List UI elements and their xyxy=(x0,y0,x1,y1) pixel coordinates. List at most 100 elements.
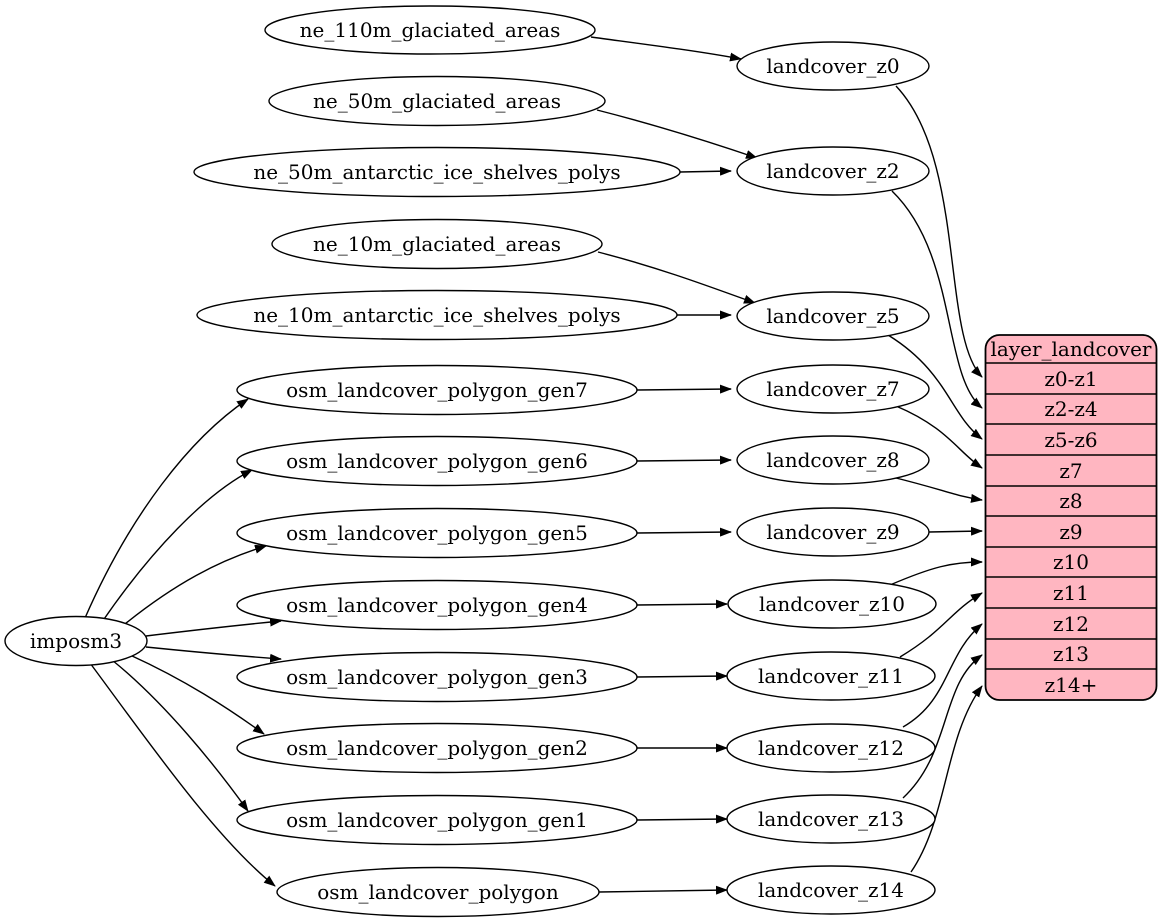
edge-z14-to-row-z14plus xyxy=(910,685,983,873)
node-landcover-z8: landcover_z8 xyxy=(736,435,930,485)
edge-imposm3-to-gen1 xyxy=(111,659,249,812)
node-landcover-z2: landcover_z2 xyxy=(736,146,930,196)
node-osm-landcover-polygon-gen3: osm_landcover_polygon_gen3 xyxy=(236,651,638,703)
table-row-z14plus: z14+ xyxy=(1045,673,1098,697)
node-landcover-z10: landcover_z10 xyxy=(727,579,937,629)
imposm3-ellipse xyxy=(4,615,148,667)
ne-50m-antarctic-ice-shelves-polys-ellipse xyxy=(193,146,681,198)
edge-z8-to-row-z8 xyxy=(891,476,983,503)
node-landcover-z11: landcover_z11 xyxy=(726,651,936,701)
edge-gen5-to-z9 xyxy=(636,527,732,537)
table-row-z8: z8 xyxy=(1059,489,1082,513)
landcover-z10-label: landcover_z10 xyxy=(759,592,905,616)
table-row-z12: z12 xyxy=(1053,612,1089,636)
osm-landcover-polygon-gen6-label: osm_landcover_polygon_gen6 xyxy=(286,449,588,473)
landcover-z7-ellipse xyxy=(736,364,930,414)
edge-z7-to-row-z7 xyxy=(895,405,983,469)
edge-gen4-to-z10 xyxy=(636,599,728,609)
landcover-z8-label: landcover_z8 xyxy=(766,448,899,472)
ne-10m-glaciated-areas-label: ne_10m_glaciated_areas xyxy=(313,232,561,256)
edge-z10-to-row-z10 xyxy=(889,557,983,586)
osm-landcover-polygon-gen3-ellipse xyxy=(236,651,638,703)
node-ne-50m-antarctic-ice-shelves-polys: ne_50m_antarctic_ice_shelves_polys xyxy=(193,146,681,198)
node-landcover-z7: landcover_z7 xyxy=(736,364,930,414)
edge-imposm3-to-polygon xyxy=(89,662,276,887)
node-landcover-z14: landcover_z14 xyxy=(726,865,936,915)
edge-imposm3-to-gen4 xyxy=(145,617,282,637)
node-ne-10m-glaciated-areas: ne_10m_glaciated_areas xyxy=(271,218,603,270)
node-landcover-z0: landcover_z0 xyxy=(736,41,930,91)
ne-10m-glaciated-areas-ellipse xyxy=(271,218,603,270)
node-osm-landcover-polygon-gen6: osm_landcover_polygon_gen6 xyxy=(236,435,638,487)
landcover-z14-ellipse xyxy=(726,865,936,915)
node-osm-landcover-polygon-gen1: osm_landcover_polygon_gen1 xyxy=(236,794,638,846)
landcover-z9-ellipse xyxy=(736,507,930,557)
edge-polygon-to-z14 xyxy=(598,885,728,895)
node-ne-10m-antarctic-ice-shelves-polys: ne_10m_antarctic_ice_shelves_polys xyxy=(196,289,678,341)
table-row-z5-z6: z5-z6 xyxy=(1044,428,1097,452)
ne-10m-antarctic-ice-shelves-polys-label: ne_10m_antarctic_ice_shelves_polys xyxy=(253,303,620,327)
node-ne-50m-glaciated-areas: ne_50m_glaciated_areas xyxy=(268,75,606,127)
ne-50m-glaciated-areas-label: ne_50m_glaciated_areas xyxy=(313,89,561,113)
osm-landcover-polygon-gen2-ellipse xyxy=(236,722,638,774)
edge-imposm3-to-gen2 xyxy=(129,654,265,735)
edge-z9-to-row-z9 xyxy=(928,526,983,536)
table-row-z11: z11 xyxy=(1053,581,1089,605)
ne-50m-antarctic-ice-shelves-polys-label: ne_50m_antarctic_ice_shelves_polys xyxy=(253,160,620,184)
edge-gen3-to-z11 xyxy=(636,671,728,681)
ne-110m-glaciated-areas-ellipse xyxy=(264,5,596,55)
table-outline xyxy=(984,334,1158,701)
landcover-z12-label: landcover_z12 xyxy=(758,736,904,760)
landcover-z0-ellipse xyxy=(736,41,930,91)
table-row-z0-z1: z0-z1 xyxy=(1044,367,1097,391)
edge-imposm3-to-gen5 xyxy=(119,544,267,629)
edge-imposm3-to-gen7 xyxy=(84,398,249,619)
imposm3-label: imposm3 xyxy=(30,629,122,653)
edge-z13-to-row-z13 xyxy=(902,654,983,799)
landcover-z0-label: landcover_z0 xyxy=(766,54,899,78)
edge-imposm3-to-gen6 xyxy=(101,469,253,623)
landcover-z8-ellipse xyxy=(736,435,930,485)
table-row-z9: z9 xyxy=(1059,520,1082,544)
edge-gen7-to-z7 xyxy=(636,384,732,394)
osm-landcover-polygon-gen6-ellipse xyxy=(236,435,638,487)
table-layer-landcover: layer_landcover z0-z1 z2-z4 z5-z6 z7 z8 … xyxy=(984,334,1158,701)
landcover-z11-ellipse xyxy=(726,651,936,701)
edge-ne50m-glac-to-z2 xyxy=(596,109,758,159)
edge-z11-to-row-z11 xyxy=(899,592,983,658)
node-landcover-z12: landcover_z12 xyxy=(726,723,936,773)
osm-landcover-polygon-gen4-label: osm_landcover_polygon_gen4 xyxy=(286,593,588,617)
edges-layer xyxy=(84,36,983,895)
node-ne-110m-glaciated-areas: ne_110m_glaciated_areas xyxy=(264,5,596,55)
table-row-z7: z7 xyxy=(1059,459,1082,483)
nodes-layer: imposm3 ne_110m_glaciated_areas ne_50m_g… xyxy=(4,5,937,918)
osm-landcover-polygon-gen2-label: osm_landcover_polygon_gen2 xyxy=(286,736,588,760)
node-osm-landcover-polygon-gen4: osm_landcover_polygon_gen4 xyxy=(236,579,638,631)
node-osm-landcover-polygon-gen7: osm_landcover_polygon_gen7 xyxy=(236,364,638,416)
osm-landcover-polygon-gen3-label: osm_landcover_polygon_gen3 xyxy=(286,665,588,689)
osm-landcover-polygon-label: osm_landcover_polygon xyxy=(317,880,559,904)
osm-landcover-polygon-gen7-label: osm_landcover_polygon_gen7 xyxy=(286,378,588,402)
table-row-z2-z4: z2-z4 xyxy=(1044,397,1097,421)
edge-imposm3-to-gen3 xyxy=(145,646,282,663)
node-osm-landcover-polygon-gen2: osm_landcover_polygon_gen2 xyxy=(236,722,638,774)
edge-ne50m-ant-to-z2 xyxy=(679,166,732,176)
landcover-z10-ellipse xyxy=(727,579,937,629)
ne-10m-antarctic-ice-shelves-polys-ellipse xyxy=(196,289,678,341)
table-row-z13: z13 xyxy=(1053,642,1089,666)
edge-ne110m-to-z0 xyxy=(590,36,742,62)
edge-z0-to-row-z0-z1 xyxy=(895,85,983,378)
node-imposm3: imposm3 xyxy=(4,615,148,667)
node-osm-landcover-polygon: osm_landcover_polygon xyxy=(276,866,600,918)
landcover-z13-ellipse xyxy=(726,794,936,844)
edge-ne10m-glac-to-z5 xyxy=(597,251,756,304)
node-landcover-z5: landcover_z5 xyxy=(736,291,930,341)
node-landcover-z13: landcover_z13 xyxy=(726,794,936,844)
osm-landcover-polygon-gen1-ellipse xyxy=(236,794,638,846)
osm-landcover-polygon-gen1-label: osm_landcover_polygon_gen1 xyxy=(286,808,588,832)
node-landcover-z9: landcover_z9 xyxy=(736,507,930,557)
landcover-z2-ellipse xyxy=(736,146,930,196)
landcover-z7-label: landcover_z7 xyxy=(766,377,899,401)
landcover-z12-ellipse xyxy=(726,723,936,773)
